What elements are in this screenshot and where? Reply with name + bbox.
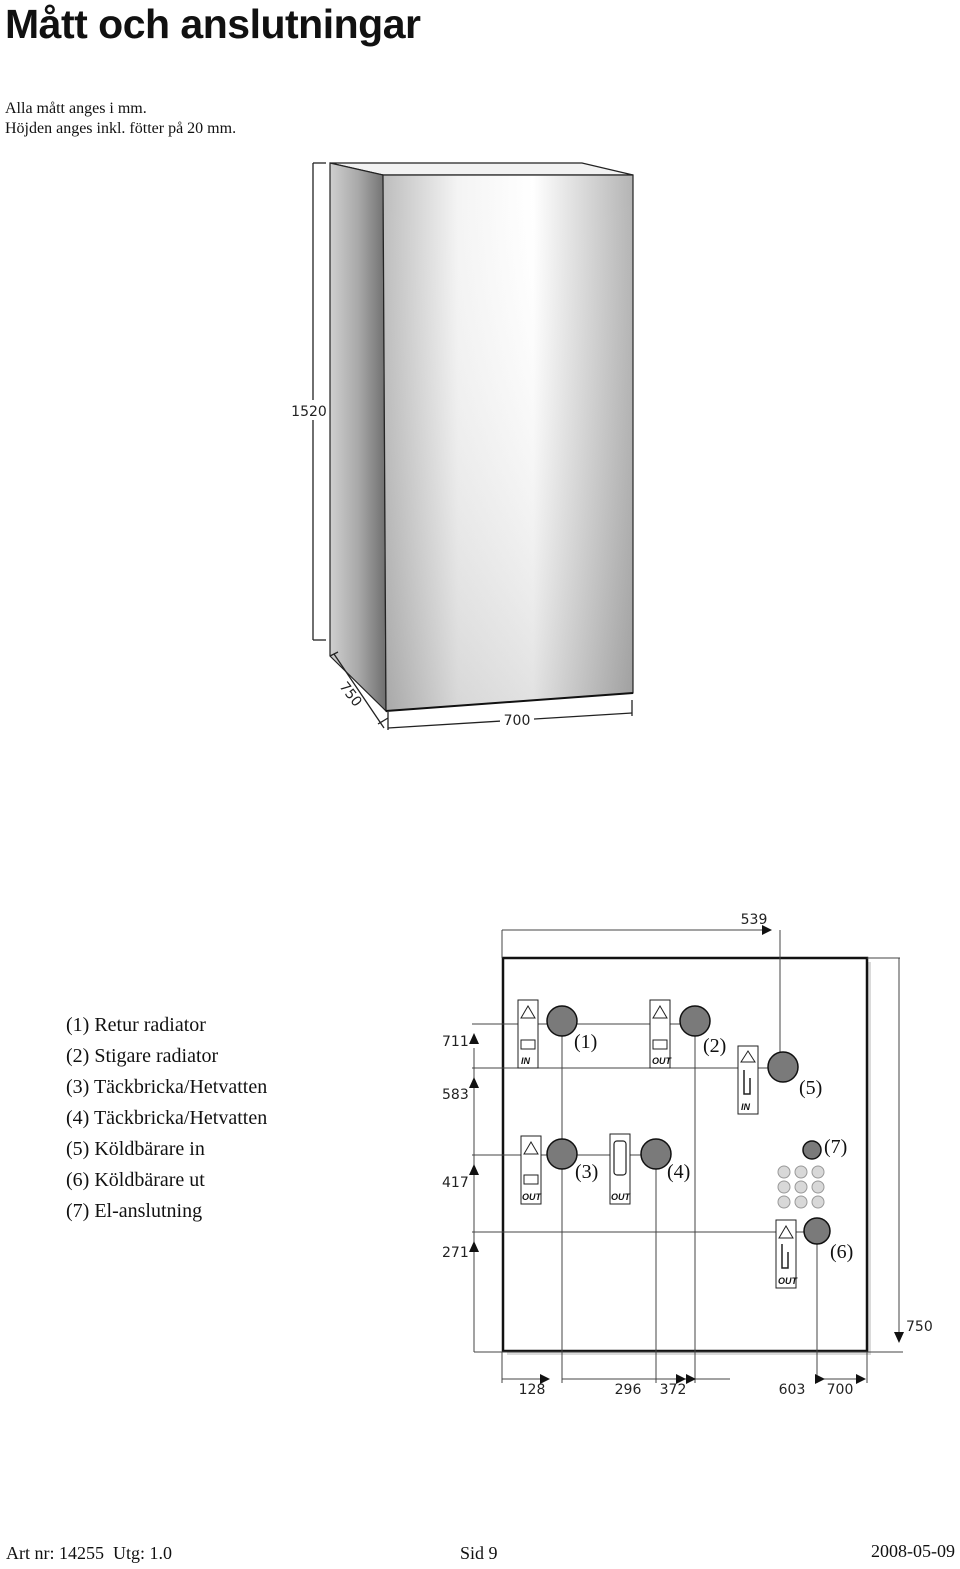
connection-1-label: (1) [574,1031,597,1053]
badge-hotwater-out-4: OUT [609,1133,632,1205]
house-icon [652,1005,668,1019]
house-icon [520,1005,536,1019]
radiator-icon [520,1039,536,1050]
legend-item-4: (4) Täckbricka/Hetvatten [66,1107,268,1129]
badge-label: OUT [611,1192,632,1202]
footer-article: Art nr: 14255 Utg: 1.0 [6,1543,172,1563]
dim-bottom-296: 296 [615,1382,642,1398]
connection-circles [546,1005,831,1245]
dim-bottom-700: 700 [827,1382,854,1398]
badge-radiator-out: OUT [649,999,673,1069]
dim-height-label: 1520 [291,404,327,420]
house-icon [523,1141,539,1155]
house-icon [740,1050,756,1063]
cabinet-illustration [329,162,634,713]
dim-width-label: 700 [504,713,531,729]
legend-item-3: (3) Täckbricka/Hetvatten [66,1076,268,1098]
legend-item-2: (2) Stigare radiator [66,1045,219,1067]
badge-label: OUT [652,1056,673,1066]
connection-7-circle [802,1140,822,1160]
badge-radiator-in: IN [517,999,539,1069]
intro-text: Alla mått anges i mm. Höjden anges inkl.… [5,99,236,139]
legend-item-1: (1) Retur radiator [66,1014,206,1036]
dim-left-271: 271 [442,1245,469,1261]
house-icon [778,1225,794,1239]
connection-7-label: (7) [824,1136,847,1158]
legend-item-5: (5) Köldbärare in [66,1138,205,1160]
connection-5-label: (5) [799,1077,822,1099]
dim-right-750: 750 [906,1319,933,1335]
connection-3-circle [546,1138,578,1170]
radiator-icon [652,1039,668,1050]
dim-bottom-372: 372 [660,1382,687,1398]
connection-5-circle [767,1051,799,1083]
water-heater-icon [613,1140,627,1176]
radiator-icon [523,1174,539,1185]
badge-brine-in: IN [737,1045,759,1115]
badge-label: IN [741,1102,751,1112]
intro-line: Alla mått anges i mm. [5,100,147,117]
pipe-icon [743,1070,751,1095]
legend-item-7: (7) El-anslutning [66,1200,203,1222]
dim-bottom-603: 603 [779,1382,806,1398]
pipe-icon [781,1244,789,1269]
connection-4-circle [640,1138,672,1170]
page-title: Mått och anslutningar [5,1,421,47]
connection-2-circle [679,1005,711,1037]
dimension-arrowheads [469,925,904,1384]
legend-item-6: (6) Köldbärare ut [66,1169,205,1191]
connection-3-label: (3) [575,1161,598,1183]
badge-hotwater-out-3: OUT [520,1135,543,1205]
footer-date: 2008-05-09 [871,1541,955,1561]
connection-1-circle [546,1005,578,1037]
dim-left-417: 417 [442,1175,469,1191]
badge-label: OUT [522,1192,543,1202]
connection-2-label: (2) [703,1035,726,1057]
connection-4-label: (4) [667,1161,690,1183]
intro-line: Höjden anges inkl. fötter på 20 mm. [5,120,237,137]
connection-legend: (1) Retur radiator (2) Stigare radiator … [66,1010,267,1227]
dim-left-583: 583 [442,1087,469,1103]
electric-knockout-grid [777,1165,825,1209]
badge-brine-out: OUT [775,1219,799,1289]
dim-left-711: 711 [442,1034,469,1050]
dim-bottom-128: 128 [519,1382,546,1398]
connection-6-label: (6) [830,1241,853,1263]
dim-top-539: 539 [741,912,768,928]
badge-label: IN [521,1056,531,1066]
footer-page-number: Sid 9 [460,1543,498,1563]
badge-label: OUT [778,1276,799,1286]
connection-6-circle [803,1217,831,1245]
